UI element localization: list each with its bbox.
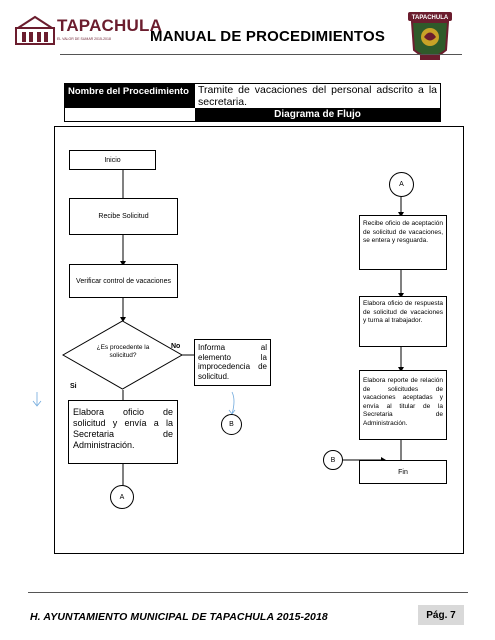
- prepare-request-box: Elabora oficio de solicitud y envía a la…: [68, 400, 178, 464]
- start-box: Inicio: [69, 150, 156, 170]
- building-icon: [14, 15, 56, 45]
- flow-diagram-label: Diagrama de Flujo: [195, 108, 440, 121]
- verify-control-box: Verificar control de vacaciones: [69, 264, 178, 298]
- end-box: Fin: [359, 460, 447, 484]
- inform-box: Informa al elemento la improcedencia de …: [194, 339, 271, 386]
- no-label: No: [171, 343, 181, 350]
- response-box: Elabora oficio de respuesta de solicitud…: [359, 296, 447, 347]
- procedure-name-value: Tramite de vacaciones del personal adscr…: [194, 84, 440, 108]
- connector-a-bottom: A: [110, 485, 134, 509]
- crest-label: TAPACHULA: [412, 15, 449, 21]
- receive-request-box: Recibe Solicitud: [69, 198, 178, 235]
- connector-a-top: A: [389, 172, 414, 197]
- logo-text: TAPACHULA: [57, 16, 163, 35]
- receive-acceptance-box: Recibe oficio de aceptación de solicitud…: [359, 215, 447, 270]
- crest-icon: TAPACHULA: [408, 12, 452, 60]
- report-box: Elabora reporte de relación de solicitud…: [359, 370, 447, 440]
- page-title: MANUAL DE PROCEDIMIENTOS: [150, 28, 386, 45]
- logo-subtitle: EL VALOR DE SUMAR 2015-2018: [57, 37, 111, 41]
- header-divider: [60, 54, 462, 55]
- decision-text: ¿Es procedente la solicitud?: [96, 344, 150, 359]
- flowchart-frame: [54, 126, 464, 554]
- footer-divider: [28, 592, 468, 593]
- yes-label: Si: [70, 383, 77, 390]
- page-number: Pág. 7: [418, 605, 464, 625]
- connector-b-right: B: [323, 450, 343, 470]
- diamond-shape: [62, 320, 183, 390]
- municipal-crest: TAPACHULA: [402, 10, 458, 66]
- decision-diamond: ¿Es procedente la solicitud?: [62, 320, 183, 390]
- procedure-name-label: Nombre del Procedimiento: [65, 84, 194, 108]
- tapachula-logo: [14, 14, 124, 48]
- connector-b-mid: B: [221, 414, 242, 435]
- procedure-table: Nombre del Procedimiento Tramite de vaca…: [64, 83, 441, 122]
- footer-text: H. AYUNTAMIENTO MUNICIPAL DE TAPACHULA 2…: [30, 611, 328, 623]
